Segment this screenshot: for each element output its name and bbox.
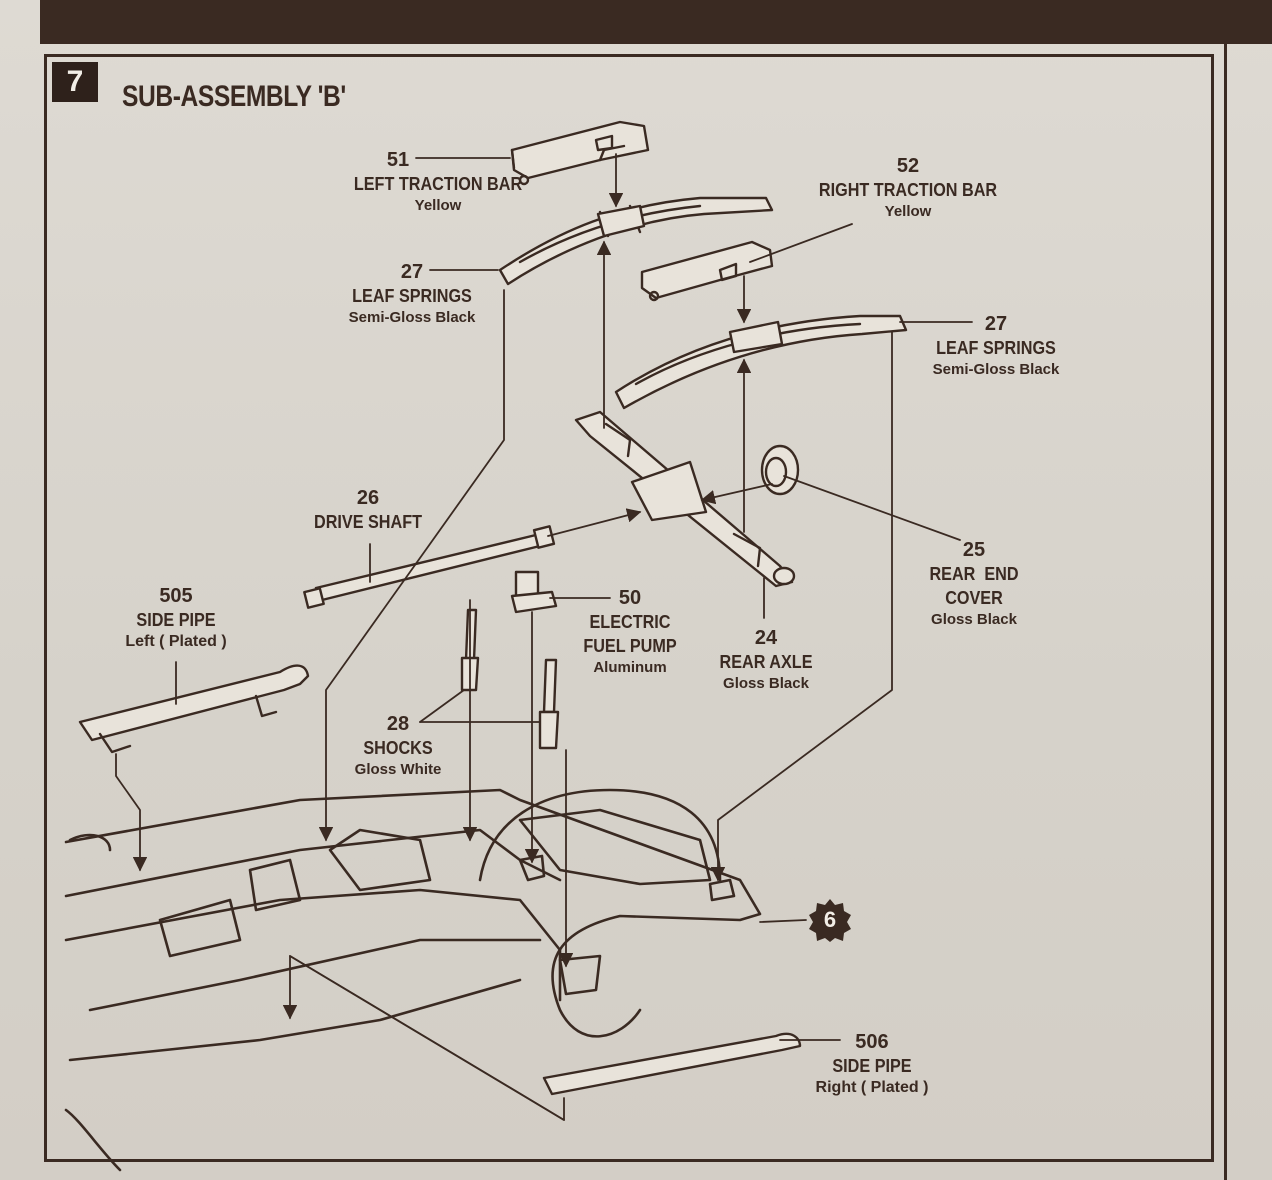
- right-side-pipe-drawing: [542, 1032, 802, 1096]
- part-name: SHOCKS: [363, 738, 433, 758]
- left-leaf-spring-drawing: [498, 196, 774, 286]
- assembly-arrows: [115, 153, 893, 1121]
- label-rear-axle: 24 REAR AXLE Gloss Black: [714, 626, 817, 694]
- part-name-line2: COVER: [945, 588, 1003, 608]
- part-name: LEFT TRACTION BAR: [353, 174, 523, 194]
- part-number: 25: [962, 539, 986, 561]
- label-leaf-springs-right: 27 LEAF SPRINGS Semi-Gloss Black: [929, 312, 1062, 380]
- label-drive-shaft: 26 DRIVE SHAFT: [308, 486, 428, 534]
- label-side-pipe-right: 506 SIDE PIPE Right ( Plated ): [816, 1030, 929, 1098]
- label-shocks: 28 SHOCKS Gloss White: [355, 712, 442, 780]
- part-number: 24: [754, 627, 778, 649]
- part-number: 26: [356, 487, 380, 509]
- part-name: LEAF SPRINGS: [936, 338, 1056, 358]
- part-name: RIGHT TRACTION BAR: [818, 180, 998, 200]
- reference-step-badge: [809, 899, 851, 942]
- part-color: Left ( Plated ): [125, 633, 227, 650]
- part-number: 27: [984, 313, 1008, 335]
- part-name: REAR AXLE: [719, 652, 813, 672]
- label-side-pipe-left: 505 SIDE PIPE Left ( Plated ): [125, 584, 226, 652]
- label-left-traction-bar: 51 LEFT TRACTION BAR Yellow: [345, 148, 532, 216]
- step-panel: [44, 54, 1214, 1162]
- fuel-pump-drawing: [510, 570, 558, 614]
- shocks-drawing: [460, 608, 560, 750]
- part-name: SIDE PIPE: [832, 1056, 912, 1076]
- part-color: Aluminum: [593, 659, 667, 676]
- right-rule: [1224, 44, 1227, 1180]
- reference-step-number: 6: [823, 907, 837, 932]
- part-number: 505: [159, 585, 193, 607]
- part-name: ELECTRIC: [589, 612, 671, 632]
- part-number: 51: [386, 149, 410, 171]
- left-side-pipe-drawing: [78, 664, 310, 754]
- part-color: Gloss Black: [723, 675, 809, 692]
- right-leaf-spring-drawing: [614, 314, 908, 410]
- part-number: 50: [618, 587, 642, 609]
- part-color: Right ( Plated ): [815, 1079, 929, 1096]
- part-number: 27: [400, 261, 424, 283]
- drive-shaft-drawing: [303, 525, 556, 609]
- label-right-traction-bar: 52 RIGHT TRACTION BAR Yellow: [809, 154, 1007, 222]
- part-number: 52: [896, 155, 920, 177]
- rear-end-cover-drawing: [760, 444, 800, 496]
- part-name: SIDE PIPE: [136, 610, 216, 630]
- part-color: Gloss Black: [931, 611, 1017, 628]
- part-name: DRIVE SHAFT: [313, 512, 423, 532]
- step-number: 7: [52, 62, 98, 102]
- right-traction-bar-drawing: [640, 240, 774, 302]
- step-title: SUB-ASSEMBLY 'B': [122, 80, 346, 113]
- part-color: Semi-Gloss Black: [932, 361, 1060, 378]
- part-number: 28: [386, 713, 410, 735]
- part-color: Semi-Gloss Black: [348, 309, 476, 326]
- chassis-drawing: [64, 788, 762, 1172]
- rear-axle-drawing: [574, 410, 796, 588]
- part-number: 506: [855, 1031, 889, 1053]
- part-color: Gloss White: [354, 761, 442, 778]
- leader-lines: [175, 157, 973, 1041]
- part-name-line2: FUEL PUMP: [583, 636, 677, 656]
- top-band: [40, 0, 1272, 44]
- part-color: Yellow: [884, 203, 932, 220]
- part-name: LEAF SPRINGS: [352, 286, 472, 306]
- label-leaf-springs-left: 27 LEAF SPRINGS Semi-Gloss Black: [345, 260, 478, 328]
- part-name: REAR END: [929, 564, 1019, 584]
- label-electric-fuel-pump: 50 ELECTRIC FUEL PUMP Aluminum: [578, 586, 682, 678]
- left-traction-bar-drawing: [510, 120, 650, 186]
- label-rear-end-cover: 25 REAR END COVER Gloss Black: [924, 538, 1023, 630]
- part-color: Yellow: [414, 197, 462, 214]
